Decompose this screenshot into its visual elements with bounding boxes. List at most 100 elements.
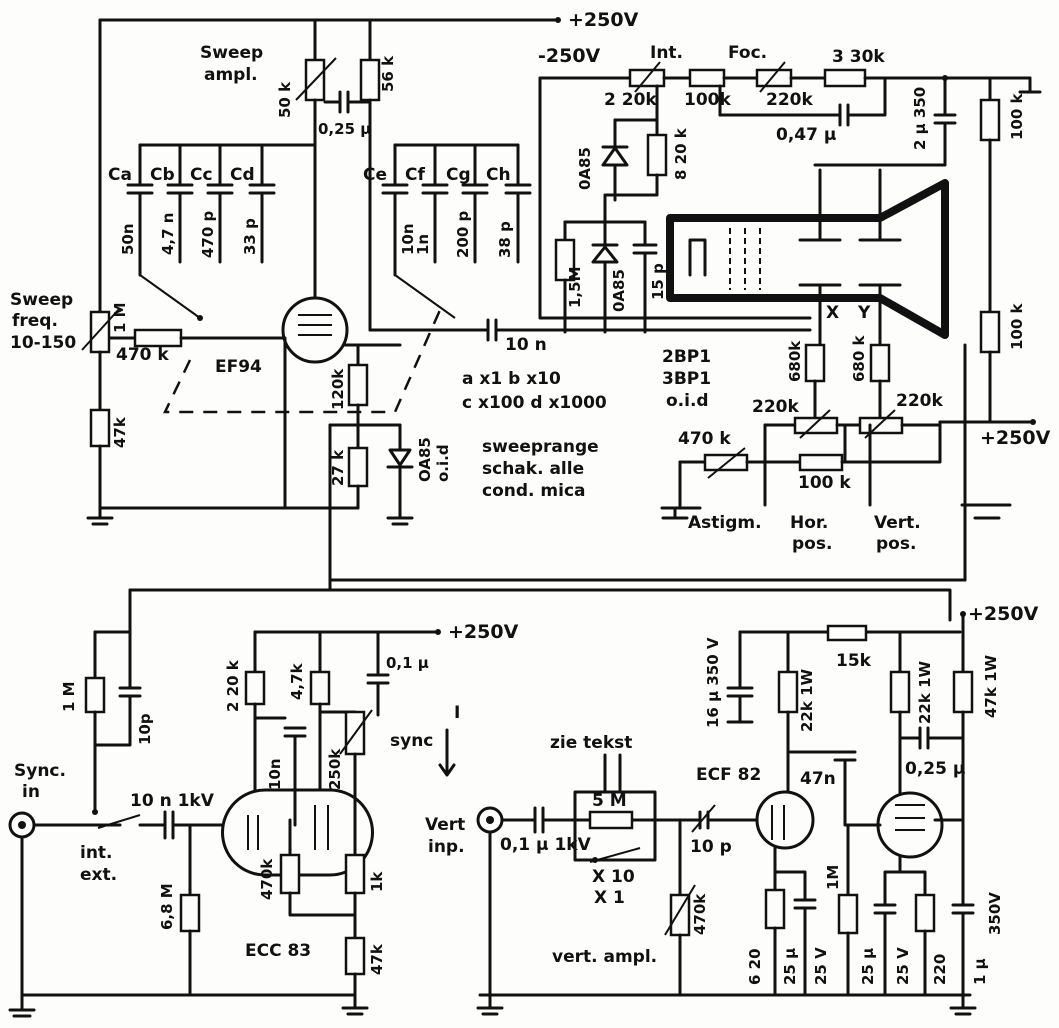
position-network xyxy=(660,343,1012,582)
res-15m-label: 1,5M xyxy=(566,267,584,309)
rail-label-right-mid: +250V xyxy=(980,427,1051,449)
crt-type-2: 3BP1 xyxy=(662,369,711,389)
pot-470k-label: 470 k xyxy=(678,429,731,449)
rail-label-right: +250V xyxy=(968,603,1039,625)
res-5m-label: 5 M xyxy=(592,791,627,811)
res-820k-label: 8 20 k xyxy=(672,127,690,180)
cap-25u-a-label-1: 25 μ xyxy=(781,948,799,985)
cap-cb-label: Cb xyxy=(150,165,175,185)
cap-ch-value: 38 p xyxy=(496,221,514,258)
cap-cf-label: Cf xyxy=(405,165,425,185)
cap-25u-a-label-2: 25 V xyxy=(812,947,830,985)
hor-pos-label-2: pos. xyxy=(792,534,832,554)
rail-label-mid: +250V xyxy=(448,621,519,643)
cap-2u-label: 2 μ 350 xyxy=(911,87,929,150)
res-22k-b-label: 22k 1W xyxy=(916,660,934,724)
cap-cf-value: 1n xyxy=(414,234,432,255)
hor-pos-label-1: Hor. xyxy=(790,513,828,533)
res-100k-top-label: 100k xyxy=(684,90,731,110)
cap-16u-label: 16 μ 350 V xyxy=(704,637,722,728)
sync-label: sync xyxy=(390,731,433,751)
pot-220k-int-label: 2 20k xyxy=(604,90,657,110)
sweep-freq-label-1: Sweep xyxy=(10,290,73,310)
note-line-3: cond. mica xyxy=(482,481,586,501)
crt-tube xyxy=(666,168,949,347)
right-divider xyxy=(938,76,1036,425)
cap-bank-right xyxy=(381,143,532,319)
resistor-56k xyxy=(359,58,381,332)
res-1m-vert-label: 1M xyxy=(824,865,842,890)
cap-10n-sync-label: 10n xyxy=(266,758,284,790)
vert-inp-label-2: inp. xyxy=(428,837,465,857)
res-470k-sync-label: 470k xyxy=(258,858,276,900)
res-470k-label: 470 k xyxy=(116,345,169,365)
zie-tekst-label: zie tekst xyxy=(550,733,632,753)
range-line-1: a x1 b x10 xyxy=(462,369,561,389)
x-label: X xyxy=(826,303,839,323)
res-620-label: 6 20 xyxy=(746,948,764,985)
note-line-1: sweeprange xyxy=(482,437,599,457)
sync-arrow-icon xyxy=(438,728,456,777)
pot-250k-label: 250k xyxy=(326,748,344,790)
res-47k-top-label: 4,7k xyxy=(288,662,306,700)
diode-0a85-label: 0A85 xyxy=(576,147,594,190)
diode-oid-label: o.i.d xyxy=(434,444,452,482)
astigm-label: Astigm. xyxy=(688,513,762,533)
res-47k-sync-label: 47k xyxy=(368,943,386,975)
res-68m-label: 6,8 M xyxy=(158,883,176,930)
cap-ca-label: Ca xyxy=(108,165,132,185)
switch-link-dashed xyxy=(163,309,442,414)
cap-bank-left xyxy=(126,143,317,319)
diode-0a85-2-label: 0A85 xyxy=(610,269,628,312)
tube-ef94-label: EF94 xyxy=(215,357,262,377)
y-label: Y xyxy=(857,303,871,323)
cap-47n-label: 47n xyxy=(800,769,836,789)
switch-x10-label: X 10 xyxy=(592,867,635,887)
res-680k-b-label: 680 k xyxy=(850,334,868,382)
range-line-2: c x100 d x1000 xyxy=(462,393,607,413)
ground-sweep xyxy=(86,506,414,526)
cap-01-sync-label: 0,1 μ xyxy=(386,654,429,672)
note-line-2: schak. alle xyxy=(482,459,584,479)
gun-network xyxy=(554,118,668,334)
vert-pos-label-2: pos. xyxy=(876,534,916,554)
cap-025-vert-label: 0,25 μ xyxy=(905,759,965,779)
res-1m-sync-label: 1 M xyxy=(60,681,78,712)
cap-ce-label: Ce xyxy=(363,165,387,185)
res-220-label: 220 xyxy=(931,954,949,985)
sync-feed-wire xyxy=(128,588,952,622)
sweep-ampl-label-1: Sweep xyxy=(200,43,263,63)
crt-type-3: o.i.d xyxy=(666,391,709,411)
cap-047-label: 0,47 μ xyxy=(776,125,836,145)
cap-ca-value: 50n xyxy=(119,223,137,255)
cap-1u-label-1: 1 μ xyxy=(971,958,989,985)
sync-arrow-top: I xyxy=(454,703,460,723)
cap-cd-label: Cd xyxy=(230,165,255,185)
sweep-ampl-pot xyxy=(295,57,337,147)
foc-label: Foc. xyxy=(728,43,767,63)
sweep-freq-circuit xyxy=(81,307,287,510)
cap-10p-sync-label: 10p xyxy=(136,713,154,745)
res-220k-sync-label: 2 20 k xyxy=(224,659,242,712)
crt-type-1: 2BP1 xyxy=(662,347,711,367)
cap-cg-value: 200 p xyxy=(454,210,472,258)
pot-50k-label: 50 k xyxy=(276,81,294,118)
cap-10n-label: 10 n xyxy=(505,335,547,355)
res-100k-bottom-label: 100 k xyxy=(798,473,851,493)
pot-470k-vert-label: 470k xyxy=(691,893,709,935)
vert-ampl-label: vert. ampl. xyxy=(552,947,657,967)
crt-divider-chain xyxy=(538,61,1042,320)
cap-ch-label: Ch xyxy=(486,165,511,185)
rail-label-neg: -250V xyxy=(538,45,601,67)
tube-ecc83-label: ECC 83 xyxy=(245,941,311,961)
cap-cc-label: Cc xyxy=(190,165,213,185)
tube-ecf82-label: ECF 82 xyxy=(696,765,761,785)
pot-1m-label: 1 M xyxy=(111,302,129,333)
sweep-freq-label-3: 10-150 xyxy=(10,333,76,353)
res-22k-a-label: 22k 1W xyxy=(798,668,816,732)
cap-cc-value: 470 p xyxy=(199,210,217,258)
switch-int-label: int. xyxy=(80,843,113,863)
cap-10n-1kv-label: 10 n 1kV xyxy=(130,791,215,811)
cap-cb-value: 4,7 n xyxy=(159,213,177,255)
